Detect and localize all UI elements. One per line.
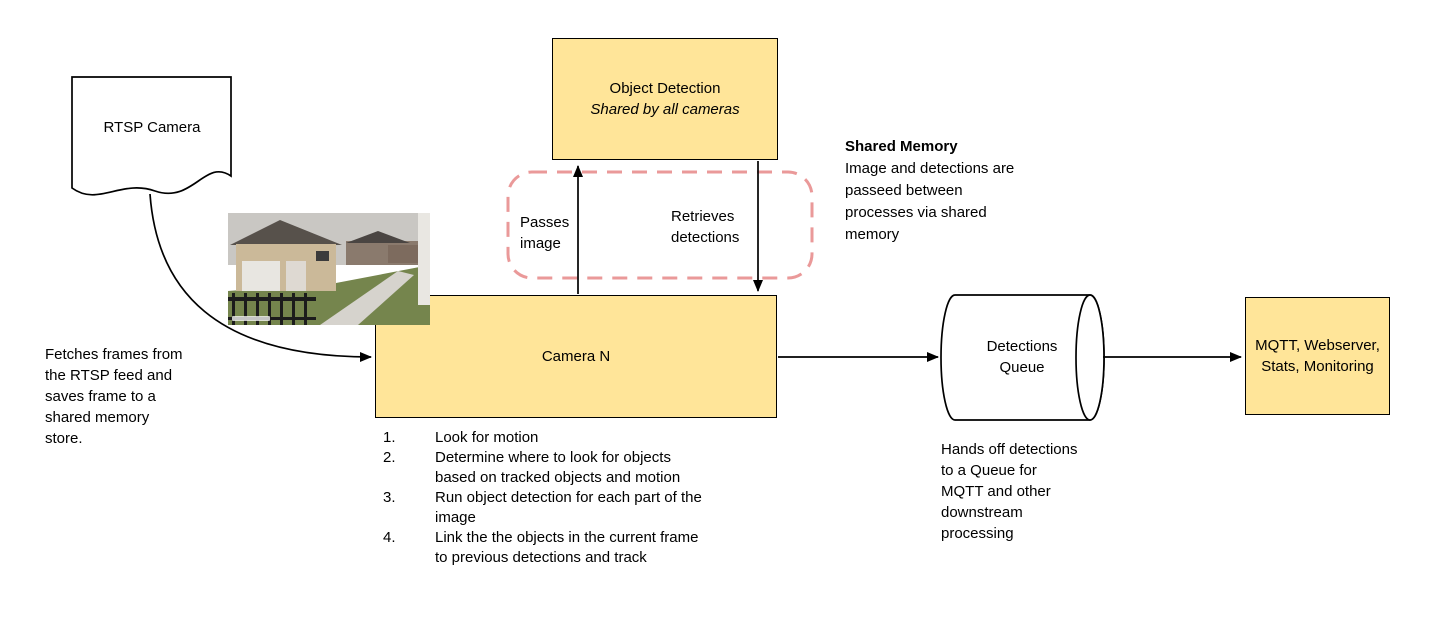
snapshot-garage-door: [242, 261, 280, 291]
step-item-2: 2. Determine where to look for objects b…: [383, 448, 768, 488]
step-number: 3.: [383, 489, 396, 506]
snapshot-porch-post: [418, 213, 430, 305]
step-item-1: 1. Look for motion: [383, 428, 768, 448]
camera-snapshot-image: [228, 213, 430, 325]
object-detection-subtitle: Shared by all cameras: [590, 101, 740, 118]
snapshot-window: [316, 251, 329, 261]
shared-memory-note: Shared Memory Image and detections are p…: [845, 136, 1053, 246]
passes-image-label: Passes image: [520, 214, 570, 252]
snapshot-watermark: [232, 316, 270, 321]
outputs-label: MQTT, Webserver, Stats, Monitoring: [1255, 337, 1380, 375]
step-text: Run object detection for each part of th…: [435, 489, 702, 526]
camera-steps-list: 1. Look for motion 2. Determine where to…: [383, 428, 768, 568]
shared-memory-dashed-boundary: [506, 170, 814, 280]
rtsp-document-shape: [71, 76, 232, 196]
rtsp-to-camera-arrow: [149, 193, 372, 362]
snapshot-roof: [230, 220, 342, 245]
snapshot-fence: [228, 293, 316, 325]
fetch-frames-note: Fetches frames from the RTSP feed and sa…: [45, 346, 183, 447]
step-text: Link the the objects in the current fram…: [435, 529, 699, 566]
step-number: 1.: [383, 429, 396, 446]
step-number: 2.: [383, 449, 396, 466]
step-item-3: 3. Run object detection for each part of…: [383, 488, 768, 528]
snapshot-background-roof: [346, 231, 410, 243]
snapshot-sidewalk: [320, 271, 414, 325]
object-detection-title: Object Detection: [609, 80, 721, 97]
rtsp-camera-label: RTSP Camera: [103, 119, 201, 136]
camera-n-label: Camera N: [541, 348, 611, 365]
shared-memory-note-body: Image and detections are passeed between…: [845, 160, 1015, 243]
snapshot-grass: [228, 265, 430, 325]
detections-queue-label: Detections Queue: [986, 338, 1058, 376]
object-detection-node: Object Detection Shared by all cameras: [552, 38, 778, 160]
camera-n-node: Camera N: [375, 295, 777, 418]
shared-memory-note-title: Shared Memory: [845, 138, 958, 155]
step-item-4: 4. Link the the objects in the current f…: [383, 528, 768, 568]
step-number: 4.: [383, 529, 396, 546]
outputs-node: MQTT, Webserver, Stats, Monitoring: [1245, 297, 1390, 415]
step-text: Determine where to look for objects base…: [435, 449, 681, 486]
retrieves-detections-label: Retrieves detections: [671, 208, 740, 246]
snapshot-side-door: [286, 261, 306, 291]
step-text: Look for motion: [435, 429, 539, 446]
snapshot-background-house2: [388, 245, 418, 263]
queue-handoff-note: Hands off detections to a Queue for MQTT…: [941, 441, 1078, 542]
